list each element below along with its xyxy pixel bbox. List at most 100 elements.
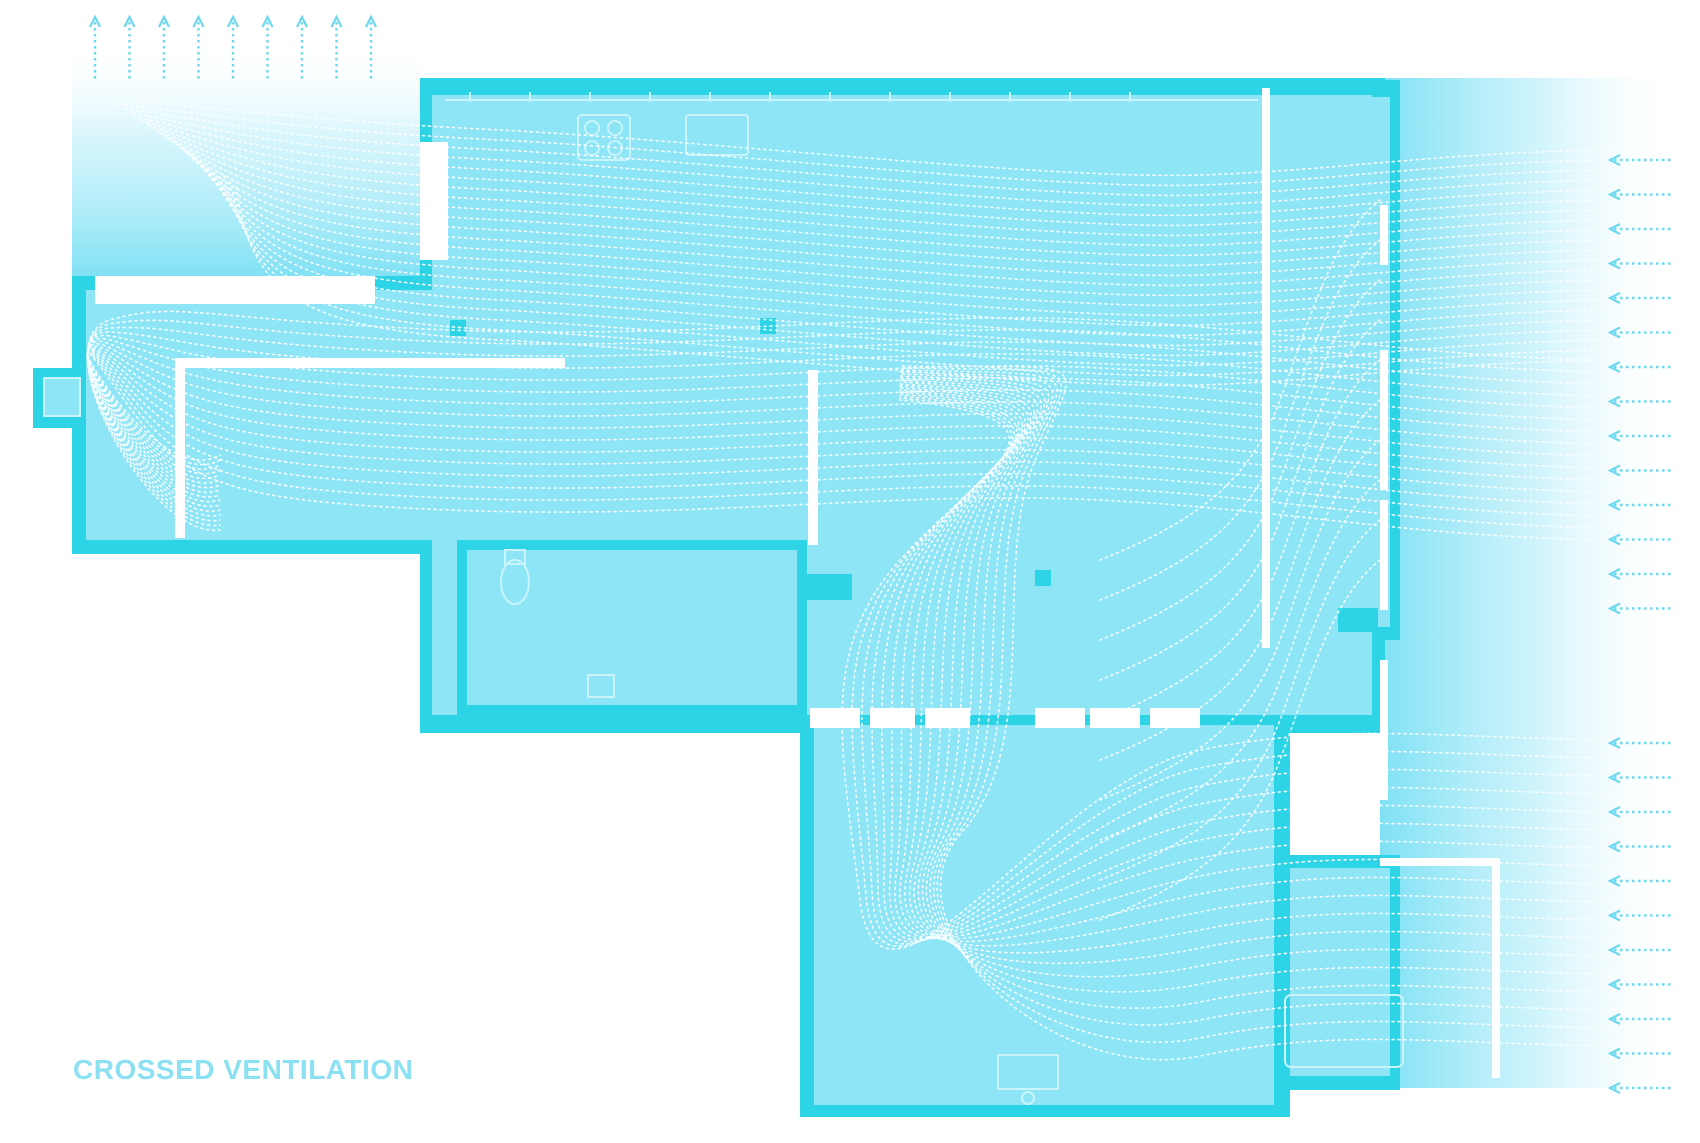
column-1	[1035, 570, 1051, 586]
streamline	[899, 373, 1641, 993]
arrow-head	[1607, 909, 1621, 922]
utility-box	[43, 377, 81, 417]
exterior-air-east	[1380, 78, 1680, 1088]
arrow-head	[296, 14, 308, 28]
lamp	[1021, 1091, 1035, 1105]
burner	[607, 120, 623, 136]
outlet-arrow-9	[365, 14, 377, 80]
opening-9	[1380, 660, 1388, 800]
outlet-arrow-2	[123, 14, 136, 80]
cooktop	[577, 114, 631, 161]
floor-zone-3	[814, 725, 1274, 1105]
arrow-head	[89, 14, 101, 28]
streamline	[899, 377, 1641, 965]
floor-zone-2	[44, 378, 80, 416]
streamline	[133, 115, 1641, 217]
streamline	[193, 155, 1641, 317]
streamline	[205, 163, 1641, 337]
inlet-arrow-23	[1607, 1013, 1672, 1025]
streamline	[199, 159, 1641, 327]
streamline	[127, 111, 1641, 207]
streamline	[175, 143, 1641, 287]
opening-3	[175, 368, 185, 538]
toilet	[500, 559, 530, 605]
opening-7	[1380, 350, 1388, 490]
streamline	[899, 367, 1641, 1043]
streamline	[223, 175, 1641, 367]
streamline	[899, 383, 1641, 943]
column-5	[440, 80, 449, 89]
column-2	[800, 574, 852, 600]
streamline	[899, 369, 1641, 1026]
arrow-head	[1607, 978, 1621, 991]
streamline	[163, 135, 1641, 267]
inlet-arrow-18	[1607, 840, 1672, 853]
arrow-head	[1607, 499, 1621, 511]
inlet-arrow-21	[1607, 944, 1672, 956]
opening-6	[1380, 205, 1388, 265]
floor-zone-5	[1290, 97, 1390, 627]
streamline	[121, 107, 1641, 197]
inlet-arrow-7	[1607, 361, 1672, 373]
inlet-arrow-1	[1607, 154, 1672, 166]
basin	[587, 674, 615, 698]
arrow-head	[1607, 875, 1621, 887]
streamline	[217, 171, 1641, 357]
inlet-arrow-13	[1607, 568, 1672, 580]
inlet-arrow-2	[1607, 188, 1672, 201]
bathtub	[1284, 994, 1404, 1068]
arrow-head	[1607, 1082, 1621, 1094]
opening-10	[1380, 858, 1500, 866]
arrow-head	[1607, 292, 1621, 304]
opening-15	[1035, 708, 1085, 728]
opening-16	[1090, 708, 1140, 728]
inlet-arrow-16	[1607, 771, 1672, 784]
arrow-head	[192, 14, 205, 28]
arrow-head	[330, 14, 343, 28]
arrow-head	[261, 14, 274, 28]
bathroom	[457, 540, 807, 715]
arrow-head	[158, 14, 170, 28]
streamline	[899, 375, 1641, 978]
arrow-head	[1607, 1047, 1621, 1060]
arrow-head	[1607, 840, 1621, 853]
outlet-arrow-5	[227, 14, 239, 80]
streamline	[899, 365, 1641, 1061]
inlet-arrow-12	[1607, 533, 1672, 546]
arrow-head	[1607, 464, 1621, 477]
streamline	[211, 167, 1641, 347]
opening-17	[1150, 708, 1200, 728]
streamline	[151, 127, 1641, 247]
bench	[997, 1054, 1059, 1090]
inlet-arrow-15	[1607, 737, 1672, 749]
inlet-arrow-25	[1607, 1082, 1672, 1094]
outlet-arrow-1	[89, 14, 101, 80]
opening-11	[1492, 858, 1500, 1078]
opening-1	[420, 142, 448, 260]
opening-14	[925, 708, 970, 728]
streamline	[86, 352, 1641, 541]
arrow-head	[1607, 326, 1621, 339]
streamline	[181, 147, 1641, 297]
inlet-arrow-9	[1607, 430, 1672, 442]
column-0	[760, 318, 776, 334]
opening-0	[95, 276, 375, 304]
streamline	[235, 183, 1641, 387]
arrow-head	[1607, 771, 1621, 784]
arrow-head	[1607, 154, 1621, 166]
opening-8	[1380, 500, 1388, 610]
arrow-head	[1607, 361, 1621, 373]
outlet-arrows	[89, 14, 377, 80]
inlet-arrow-24	[1607, 1047, 1672, 1060]
inlet-arrow-6	[1607, 326, 1672, 339]
streamline	[87, 331, 1641, 517]
toilet-tank	[504, 549, 526, 565]
arrow-head	[1607, 602, 1621, 615]
streamline	[157, 131, 1641, 257]
inlet-arrow-8	[1607, 395, 1672, 408]
arrow-head	[1607, 395, 1621, 408]
arrow-head	[1607, 737, 1621, 749]
opening-2	[175, 358, 565, 368]
streamline	[899, 385, 1641, 940]
